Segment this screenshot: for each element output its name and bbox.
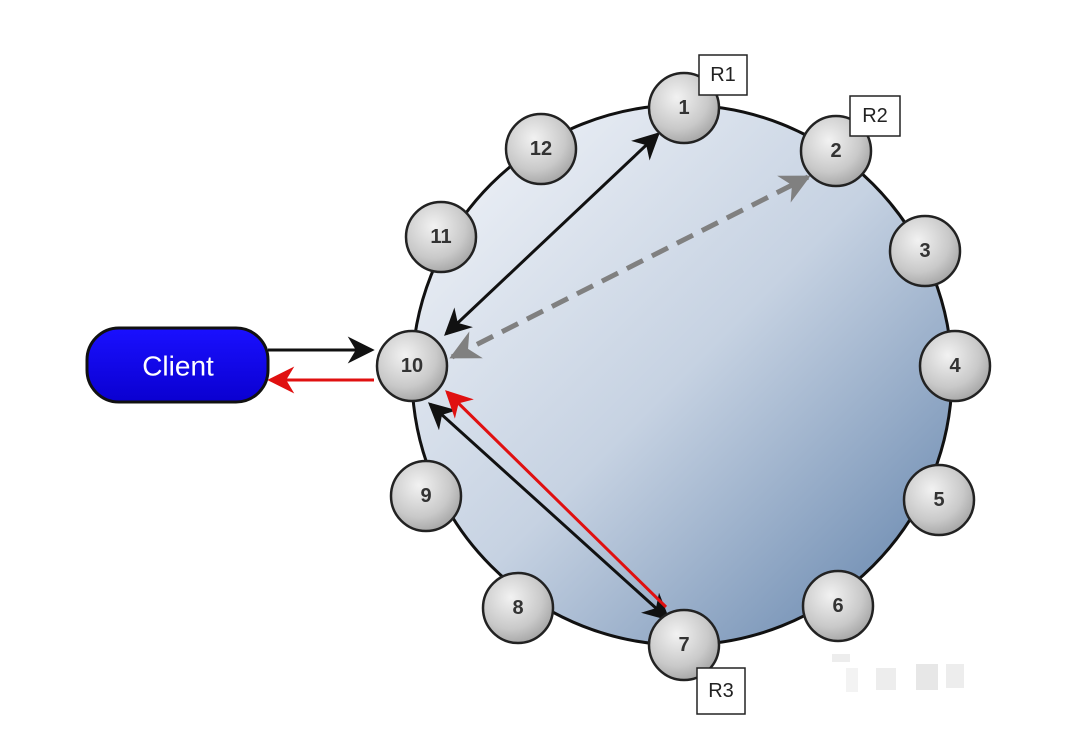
replica-r3-box bbox=[696, 667, 746, 715]
client-label: Client bbox=[142, 351, 214, 382]
ring-nodes: 1 2 3 4 5 6 7 8 bbox=[375, 71, 992, 682]
node-10: 10 bbox=[375, 329, 449, 403]
replica-r3: R3 bbox=[696, 667, 746, 715]
node-6: 6 bbox=[801, 569, 875, 643]
node-12: 12 bbox=[504, 112, 578, 186]
node-9-circle bbox=[389, 459, 463, 533]
node-7-circle bbox=[647, 608, 721, 682]
node-12-circle bbox=[504, 112, 578, 186]
node-8: 8 bbox=[481, 571, 555, 645]
node-9-label: 9 bbox=[420, 485, 431, 507]
replica-r1-label: R1 bbox=[710, 64, 736, 86]
node-5-circle bbox=[902, 463, 976, 537]
replica-r1: R1 bbox=[698, 54, 748, 96]
node-3: 3 bbox=[888, 214, 962, 288]
node-5: 5 bbox=[902, 463, 976, 537]
node-1-label: 1 bbox=[678, 97, 689, 119]
hash-ring bbox=[410, 103, 954, 647]
edges bbox=[267, 132, 811, 621]
client-box bbox=[85, 326, 270, 404]
replica-r2-box bbox=[849, 95, 901, 137]
node-12-label: 12 bbox=[530, 138, 552, 160]
node-9: 9 bbox=[389, 459, 463, 533]
node-4-circle bbox=[918, 329, 992, 403]
replica-r3-label: R3 bbox=[708, 680, 734, 702]
node-10-circle bbox=[375, 329, 449, 403]
node-4: 4 bbox=[918, 329, 992, 403]
node-11-label: 11 bbox=[430, 226, 451, 248]
node-3-label: 3 bbox=[919, 240, 930, 262]
node-4-label: 4 bbox=[949, 355, 961, 377]
node-7: 7 bbox=[647, 608, 721, 682]
edge-7-to-10-red bbox=[445, 390, 668, 609]
node-5-label: 5 bbox=[933, 489, 944, 511]
node-8-circle bbox=[481, 571, 555, 645]
node-7-label: 7 bbox=[678, 634, 689, 656]
replica-r2-label: R2 bbox=[862, 105, 888, 127]
node-6-circle bbox=[801, 569, 875, 643]
node-11: 11 bbox=[404, 200, 478, 274]
replica-r2: R2 bbox=[849, 95, 901, 137]
replica-r1-box bbox=[698, 54, 748, 96]
node-8-label: 8 bbox=[512, 597, 523, 619]
replica-labels: R1 R2 R3 bbox=[696, 54, 901, 715]
node-3-circle bbox=[888, 214, 962, 288]
client-node: Client bbox=[85, 326, 270, 404]
watermark bbox=[832, 654, 964, 692]
node-10-label: 10 bbox=[401, 355, 423, 377]
node-2-label: 2 bbox=[830, 140, 841, 162]
node-6-label: 6 bbox=[832, 595, 843, 617]
edge-10-7 bbox=[427, 402, 671, 621]
node-11-circle bbox=[404, 200, 478, 274]
edge-10-2-dashed bbox=[449, 174, 811, 360]
